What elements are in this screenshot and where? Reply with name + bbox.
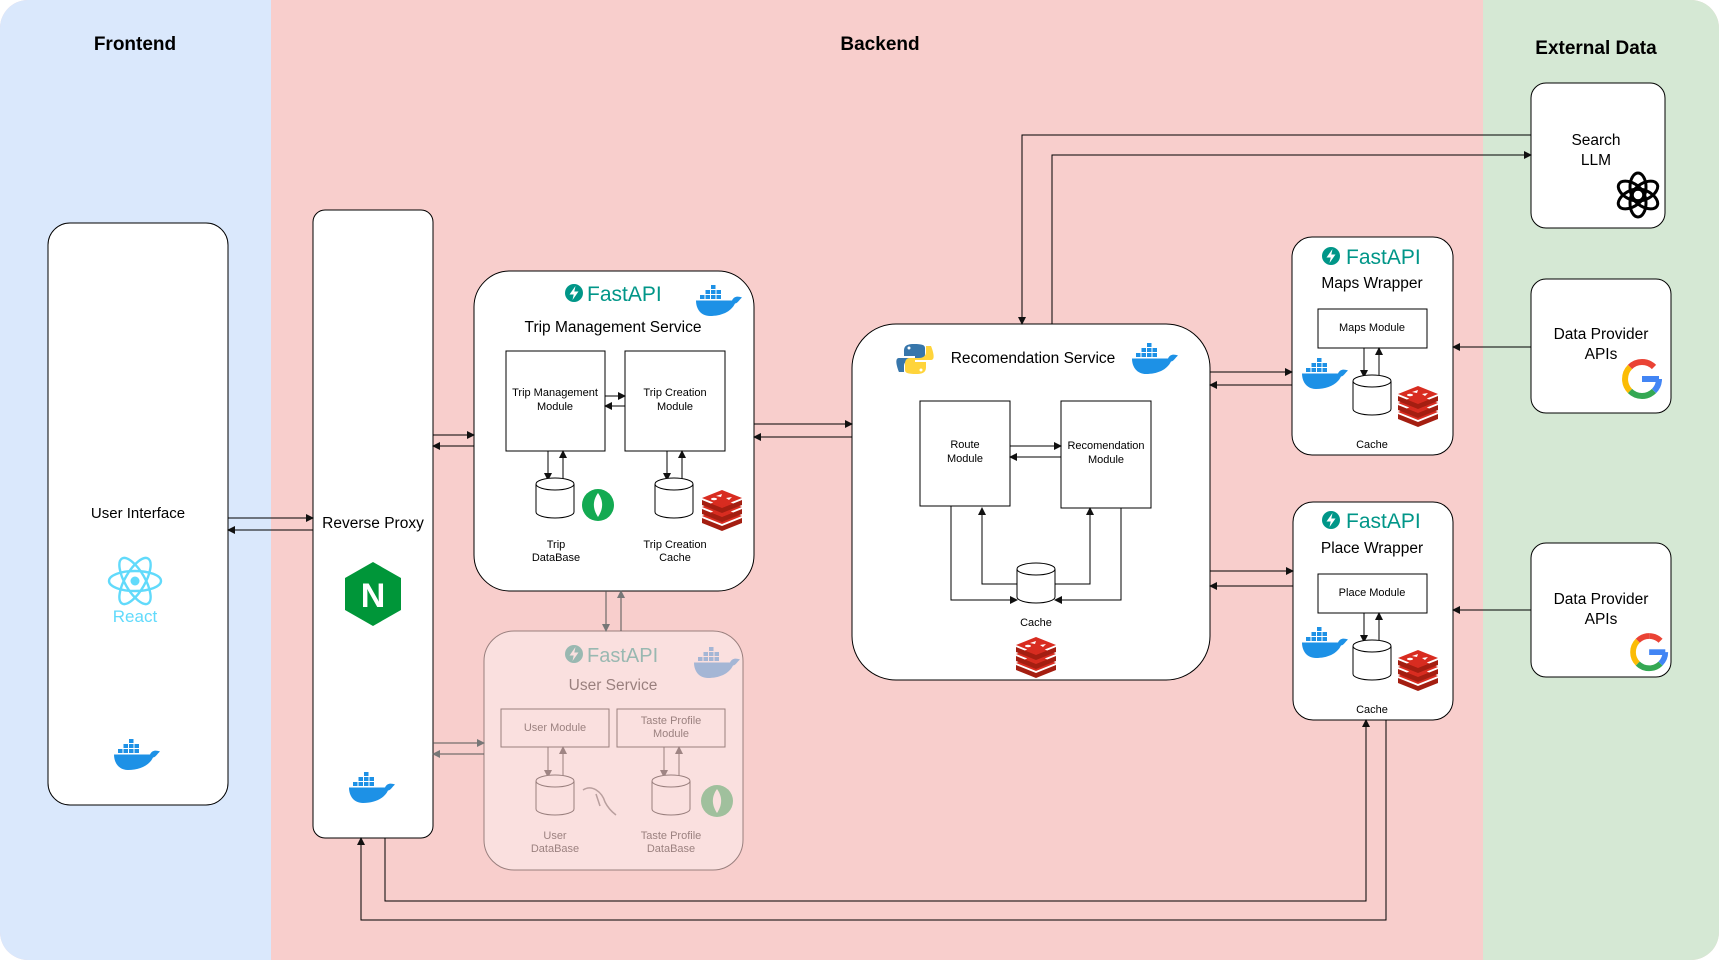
mongodb-icon — [701, 785, 733, 817]
svg-text:DataBase: DataBase — [647, 843, 695, 855]
svg-text:Module: Module — [947, 453, 983, 465]
taste-profile-database — [651, 774, 691, 816]
svg-text:DataBase: DataBase — [532, 552, 580, 564]
python-icon — [896, 344, 934, 374]
fastapi-label: FastAPI — [1346, 246, 1421, 269]
trip-management-service: FastAPI Trip Management Service Trip Man… — [473, 270, 755, 592]
recommendation-module — [1060, 400, 1152, 509]
fastapi-label: FastAPI — [587, 645, 658, 667]
svg-text:LLM: LLM — [1581, 152, 1611, 169]
svg-text:Trip: Trip — [547, 539, 566, 551]
data-provider-apis-box-2: Data Provider APIs — [1530, 542, 1672, 678]
maps-wrapper: FastAPI Maps Wrapper Maps Module Cache — [1291, 236, 1454, 456]
svg-text:Maps Module: Maps Module — [1339, 322, 1405, 334]
svg-text:Cache: Cache — [659, 552, 691, 564]
data-provider-apis-box-1: Data Provider APIs — [1530, 278, 1672, 414]
svg-text:Cache: Cache — [1356, 439, 1388, 451]
svg-text:Module: Module — [537, 401, 573, 413]
svg-text:Route: Route — [950, 439, 979, 451]
svg-text:Data Provider: Data Provider — [1554, 326, 1649, 343]
reverse-proxy-label: Reverse Proxy — [322, 515, 424, 532]
place-wrapper-title: Place Wrapper — [1321, 540, 1423, 557]
svg-text:N: N — [361, 577, 386, 615]
maps-wrapper-title: Maps Wrapper — [1321, 275, 1422, 292]
svg-text:Module: Module — [1088, 454, 1124, 466]
mongodb-icon — [582, 489, 614, 521]
user-interface-label: User Interface — [91, 505, 185, 522]
external-background — [1483, 0, 1719, 960]
svg-text:APIs: APIs — [1585, 346, 1618, 363]
connectors — [227, 134, 1532, 921]
user-service-title: User Service — [569, 677, 658, 694]
svg-text:User: User — [543, 830, 567, 842]
svg-text:Cache: Cache — [1356, 704, 1388, 716]
fastapi-icon — [565, 284, 583, 302]
trip-management-module — [505, 350, 606, 452]
taste-profile-module — [616, 708, 726, 748]
svg-text:Search: Search — [1571, 132, 1620, 149]
maps-module — [1317, 308, 1428, 349]
fastapi-icon — [1322, 247, 1340, 265]
svg-text:Trip Creation: Trip Creation — [643, 387, 706, 399]
react-icon — [107, 556, 163, 606]
react-label: React — [113, 607, 158, 626]
mysql-icon — [582, 787, 617, 816]
backend-heading: Backend — [840, 34, 919, 55]
user-interface-box: User Interface React — [47, 222, 229, 806]
svg-text:Module: Module — [653, 728, 689, 740]
recommendation-cache — [1016, 562, 1056, 604]
search-llm-box: Search LLM — [1530, 82, 1666, 229]
svg-text:Trip Creation: Trip Creation — [643, 539, 706, 551]
fastapi-label: FastAPI — [1346, 510, 1421, 533]
frontend-heading: Frontend — [94, 34, 176, 55]
svg-text:Place Module: Place Module — [1339, 587, 1406, 599]
svg-text:Module: Module — [657, 401, 693, 413]
fastapi-icon — [1322, 511, 1340, 529]
trip-creation-module — [624, 350, 726, 452]
user-database — [535, 774, 575, 816]
trip-creation-cache — [654, 477, 694, 519]
route-module — [919, 400, 1011, 507]
svg-text:DataBase: DataBase — [531, 843, 579, 855]
place-wrapper: FastAPI Place Wrapper Place Module Cache — [1292, 501, 1454, 721]
svg-text:User Module: User Module — [524, 722, 586, 734]
svg-text:APIs: APIs — [1585, 611, 1618, 628]
place-cache — [1352, 639, 1392, 681]
place-module — [1317, 573, 1428, 614]
svg-text:Cache: Cache — [1020, 617, 1052, 629]
maps-cache — [1352, 374, 1392, 416]
reverse-proxy-box: Reverse Proxy N — [312, 209, 434, 839]
recommendation-service: Recomendation Service Route Module Recom… — [851, 323, 1211, 681]
svg-text:Taste Profile: Taste Profile — [641, 715, 702, 727]
recommendation-service-title: Recomendation Service — [951, 350, 1116, 367]
fastapi-label: FastAPI — [587, 283, 662, 306]
trip-service-title: Trip Management Service — [525, 319, 702, 336]
svg-text:Recomendation: Recomendation — [1067, 440, 1144, 452]
fastapi-icon — [565, 645, 583, 663]
external-heading: External Data — [1535, 38, 1657, 59]
user-module — [500, 708, 610, 748]
nginx-icon: N — [345, 562, 401, 626]
svg-text:Data Provider: Data Provider — [1554, 591, 1649, 608]
trip-database — [535, 477, 575, 519]
openai-icon — [1616, 171, 1660, 219]
svg-text:Taste Profile: Taste Profile — [641, 830, 702, 842]
svg-text:Trip Management: Trip Management — [512, 387, 598, 399]
user-service: FastAPI User Service User Module Taste P… — [483, 630, 744, 871]
